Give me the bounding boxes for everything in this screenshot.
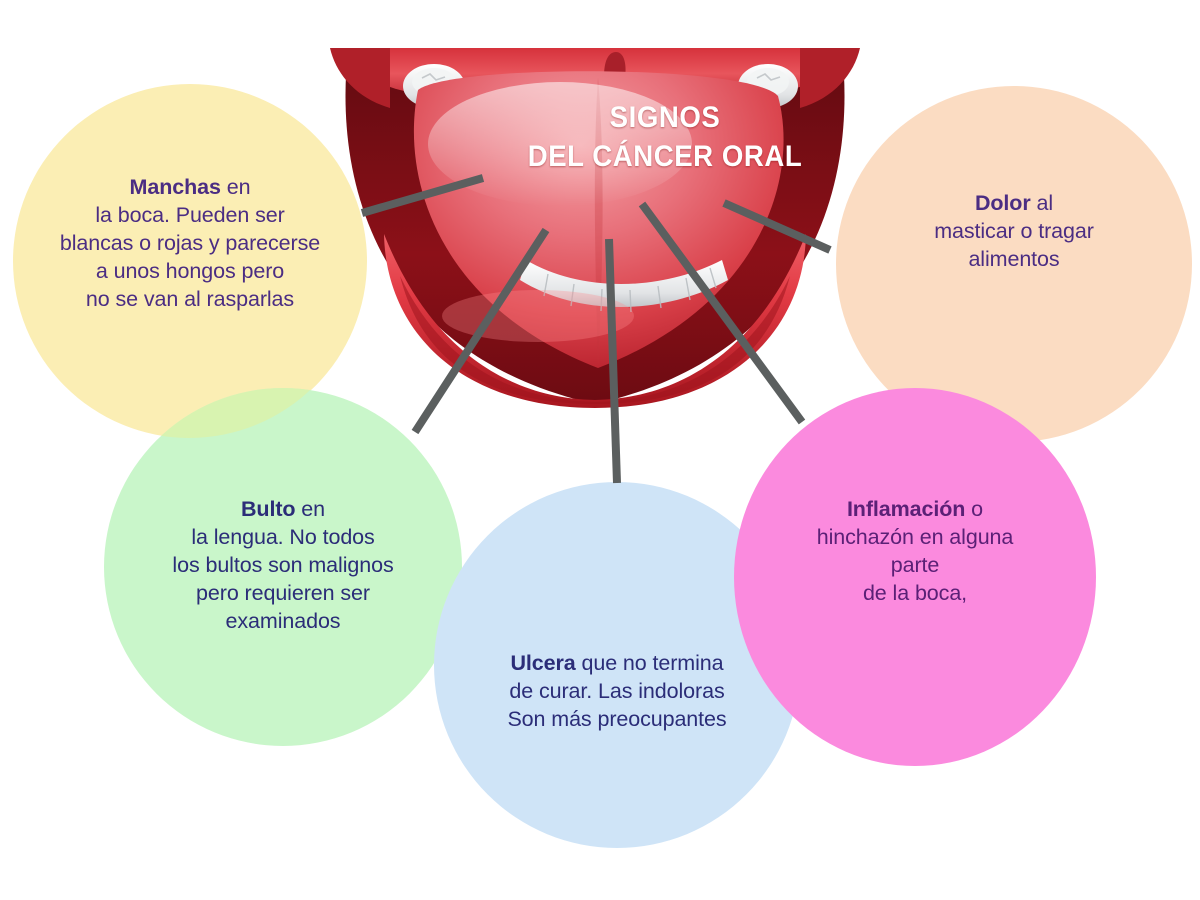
bubble-bulto-text: Bulto en la lengua. No todos los bultos … <box>104 496 462 636</box>
bubble-inflamacion-heading: Inflamación <box>846 497 966 521</box>
bubble-dolor-heading: Dolor <box>974 191 1031 215</box>
bubble-inflamacion-text: Inflamación o hinchazón en alguna parte … <box>734 496 1096 608</box>
bubble-manchas: Manchas en la boca. Pueden ser blancas o… <box>13 84 367 438</box>
bubble-bulto: Bulto en la lengua. No todos los bultos … <box>104 388 462 746</box>
bubble-ulcera-heading: Ulcera <box>510 651 576 675</box>
bubble-dolor-body: al masticar o tragar alimentos <box>934 191 1094 271</box>
bubble-bulto-heading: Bulto <box>240 497 296 521</box>
bubble-manchas-text: Manchas en la boca. Pueden ser blancas o… <box>13 174 367 314</box>
bubble-inflamacion: Inflamación o hinchazón en alguna parte … <box>734 388 1096 766</box>
bubble-ulcera-body: que no termina de curar. Las indoloras S… <box>507 651 727 731</box>
bubble-manchas-heading: Manchas <box>129 175 221 199</box>
bubble-dolor-text: Dolor al masticar o tragar alimentos <box>836 190 1192 274</box>
bubble-ulcera-text: Ulcera que no termina de curar. Las indo… <box>434 650 800 734</box>
bubble-dolor: Dolor al masticar o tragar alimentos <box>836 86 1192 442</box>
bubble-manchas-body: en la boca. Pueden ser blancas o rojas y… <box>59 175 321 311</box>
page-title: SIGNOS DEL CÁNCER ORAL <box>527 101 803 173</box>
bubble-inflamacion-body: o hinchazón en alguna parte de la boca, <box>816 497 1014 605</box>
bubble-bulto-body: en la lengua. No todos los bultos son ma… <box>172 497 394 633</box>
